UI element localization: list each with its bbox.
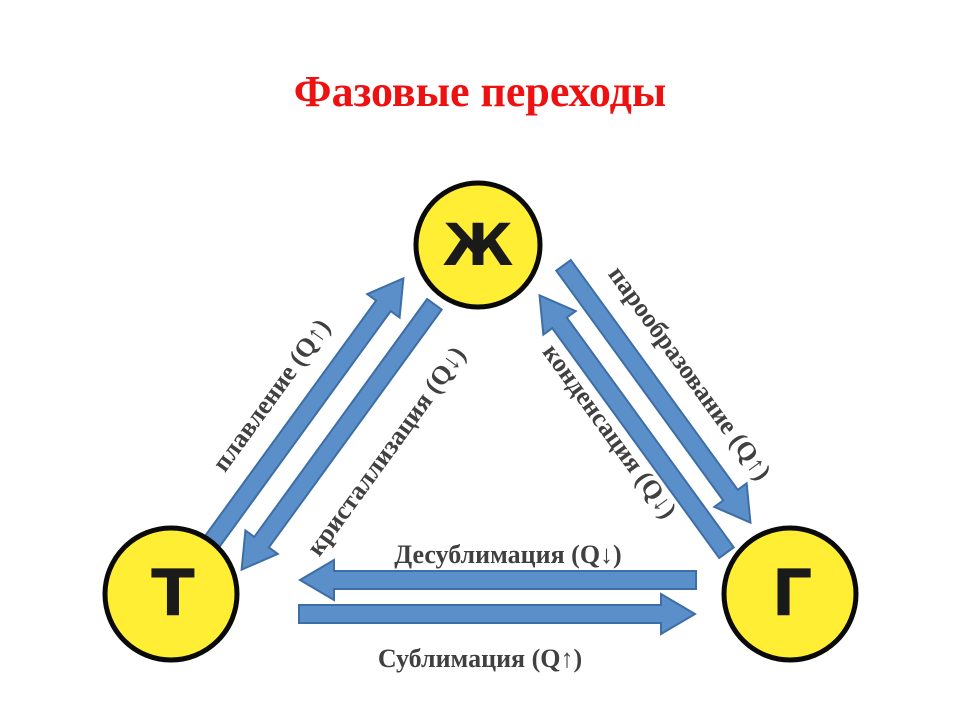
gas-circle <box>721 525 859 663</box>
liquid-label: Ж <box>443 211 514 279</box>
label-condensation: конденсация (Q↓) <box>537 338 683 523</box>
node-gas: Г <box>721 525 859 663</box>
label-sublimation: Сублимация (Q↑) <box>378 644 582 673</box>
gas-label: Г <box>772 557 813 631</box>
node-liquid: Ж <box>413 180 543 310</box>
node-solid: Т <box>102 525 240 663</box>
arrow-crystallization <box>240 297 444 572</box>
page-title: Фазовые переходы <box>293 67 667 116</box>
arrow-desublimation <box>298 558 697 602</box>
solid-circle <box>102 525 240 663</box>
arrow-melting <box>201 276 405 551</box>
arrow-condensation <box>538 293 736 560</box>
arrow-sublimation <box>298 592 697 636</box>
liquid-circle <box>413 180 543 310</box>
solid-label: Т <box>151 557 195 631</box>
arrow-vaporization <box>554 258 752 525</box>
label-desublimation: Десублимация (Q↓) <box>394 540 621 569</box>
